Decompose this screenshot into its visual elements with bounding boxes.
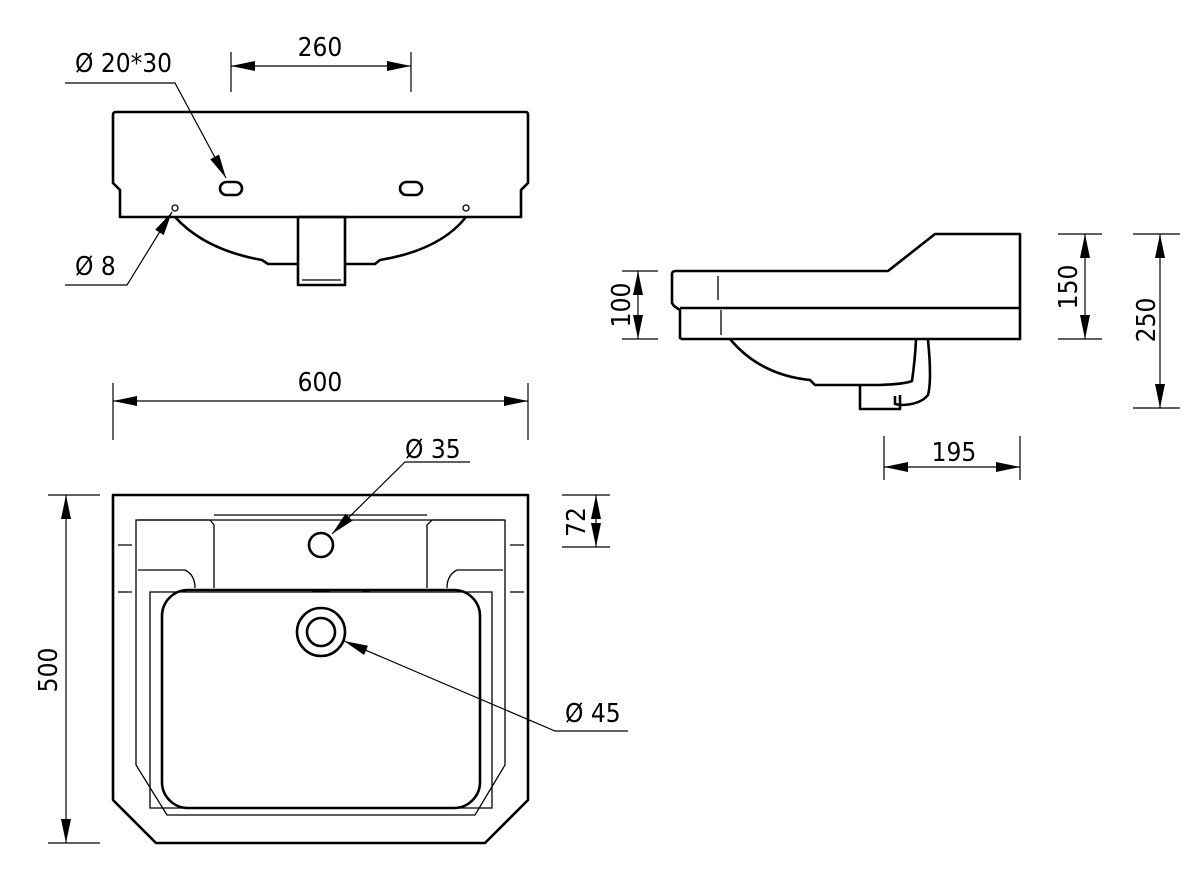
leader-tap-slot	[65, 82, 227, 179]
leader-fixing-hole	[65, 211, 173, 286]
basin-bowl	[160, 588, 482, 810]
front-bowl	[174, 216, 468, 266]
front-view: 260 Ø 20*30 Ø 8	[65, 33, 530, 287]
front-waste	[296, 215, 347, 287]
dim-label-250: 250	[1132, 298, 1162, 343]
front-outline	[111, 110, 530, 219]
dim-label-72: 72	[562, 507, 592, 537]
plan-outline	[111, 493, 530, 845]
label-waste-hole: Ø 45	[565, 699, 621, 729]
side-bowl	[729, 338, 932, 407]
label-tap-slot-size: Ø 20*30	[75, 49, 172, 79]
tap-slot-left	[218, 180, 244, 197]
label-fixing-hole: Ø 8	[75, 252, 116, 282]
side-view: 100 150 250 195	[607, 232, 1180, 480]
leader-tap-hole	[331, 461, 470, 535]
dim-label-150: 150	[1054, 265, 1084, 310]
waste-hole-inner	[305, 616, 337, 648]
dim-label-500: 500	[34, 648, 64, 693]
dim-label-100: 100	[607, 283, 637, 328]
waste-hole-outer	[295, 606, 347, 658]
fixing-hole-right	[462, 204, 470, 212]
dim-label-600: 600	[298, 368, 343, 398]
dim-label-260: 260	[298, 33, 343, 63]
plan-view: 600 500 72 Ø 35 Ø 45	[34, 368, 628, 845]
tap-slot-right	[398, 180, 424, 197]
side-outline	[670, 232, 1022, 341]
label-tap-hole: Ø 35	[405, 435, 461, 465]
leader-waste-hole	[343, 640, 628, 732]
tap-hole	[307, 531, 335, 559]
fixing-hole-left	[171, 204, 179, 212]
dim-label-195: 195	[932, 438, 977, 468]
